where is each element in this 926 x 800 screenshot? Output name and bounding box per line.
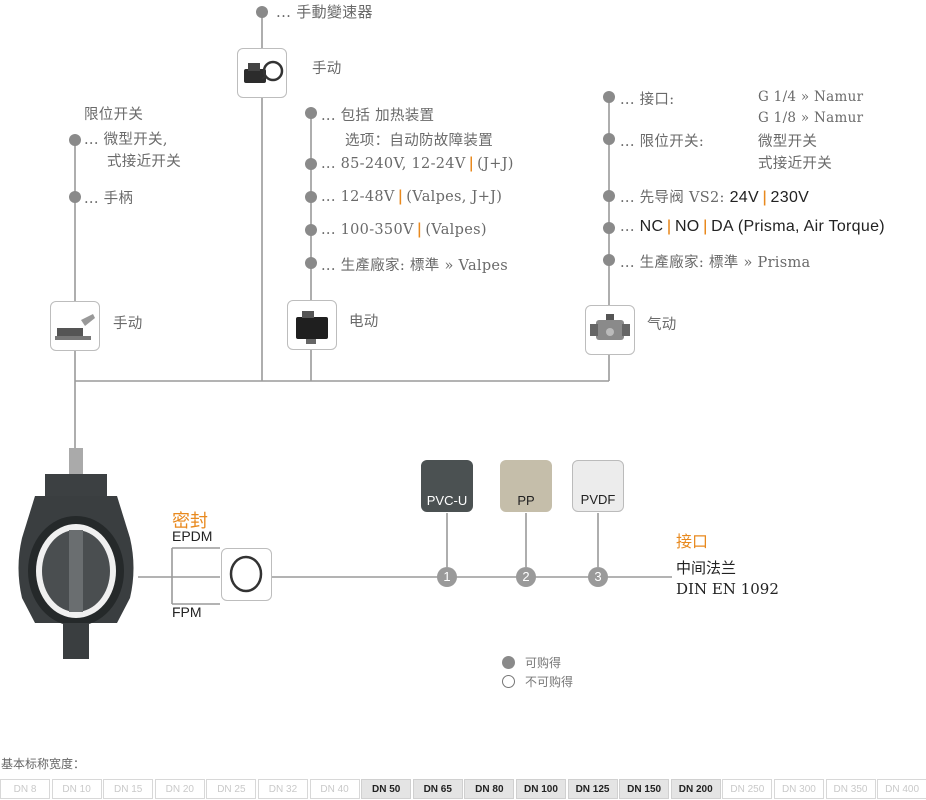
- dn-cell: DN 20: [154, 779, 205, 799]
- pneumatic-iface-v2: G 1/8 » Namur: [758, 110, 864, 126]
- seal-ring-icon: [221, 548, 272, 601]
- left-switch-line2: 式接近开关: [107, 154, 181, 170]
- dn-title: 基本标称宽度：: [1, 757, 86, 771]
- dn-cell: DN 150: [619, 779, 670, 799]
- seal-epdm: EPDM: [172, 528, 213, 544]
- electric-label: 电动: [349, 314, 379, 330]
- electric-actuator-icon: [287, 300, 337, 350]
- dn-cell: DN 65: [412, 779, 463, 799]
- seal-title: 密封: [172, 511, 208, 531]
- pneumatic-limit-v1: 微型开关: [758, 134, 818, 150]
- left-limit-title: 限位开关: [84, 107, 144, 123]
- gearbox-label: ... 手動變速器: [276, 3, 373, 21]
- material-label: PVDF: [580, 492, 616, 507]
- dn-cell: DN 10: [51, 779, 102, 799]
- dn-cell: DN 250: [722, 779, 773, 799]
- dn-cell: DN 300: [773, 779, 824, 799]
- dn-cell: DN 200: [670, 779, 721, 799]
- electric-voltage3: ... 100-350V|(Valpes): [321, 221, 487, 238]
- dn-cell: DN 40: [309, 779, 360, 799]
- dn-cell: DN 25: [206, 779, 257, 799]
- electric-voltage2: ... 12-48V|(Valpes, J+J): [321, 188, 503, 205]
- electric-include2: 选项：自动防故障装置: [345, 133, 493, 149]
- seal-fpm: FPM: [172, 604, 202, 620]
- pneumatic-actuator-icon: [585, 305, 635, 355]
- connection-title: 接口: [676, 532, 709, 551]
- number-badge-2: 2: [516, 567, 536, 587]
- connection-line2: DIN EN 1092: [676, 580, 779, 598]
- legend-empty-dot: [502, 675, 515, 688]
- electric-maker: ... 生產廠家: 標準 » Valpes: [321, 258, 509, 274]
- pneumatic-label: 气动: [647, 317, 677, 333]
- material-label: PVC-U: [426, 493, 468, 508]
- material-pvc-u[interactable]: PVC-U: [421, 460, 473, 512]
- pneumatic-iface: ... 接口:: [620, 92, 675, 108]
- pneumatic-pilot: ... 先导阀 VS2: 24V|230V: [620, 189, 810, 206]
- connection-line1: 中间法兰: [676, 559, 737, 577]
- pneumatic-limit: ... 限位开关:: [620, 134, 705, 150]
- dn-cell: DN 80: [464, 779, 515, 799]
- left-manual-label: 手动: [113, 316, 143, 332]
- pneumatic-limit-v2: 式接近开关: [758, 156, 832, 172]
- number-badge-3: 3: [588, 567, 608, 587]
- butterfly-valve-image: [18, 448, 134, 659]
- legend-unavailable: 不可购得: [525, 675, 574, 689]
- dn-cell: DN 125: [567, 779, 618, 799]
- pneumatic-modes: ... NC|NO|DA (Prisma, Air Torque): [620, 218, 885, 235]
- top-manual-label: 手动: [312, 61, 342, 77]
- material-pvdf[interactable]: PVDF: [572, 460, 624, 512]
- pneumatic-iface-v1: G 1/4 » Namur: [758, 89, 864, 105]
- dn-cell: DN 350: [825, 779, 876, 799]
- electric-voltage1: ... 85-240V, 12-24V|(J+J): [321, 155, 514, 172]
- legend-available: 可购得: [525, 656, 562, 670]
- dn-cell: DN 15: [103, 779, 154, 799]
- number-badge-1: 1: [437, 567, 457, 587]
- gearbox-icon: [237, 48, 287, 98]
- dn-cell: DN 32: [257, 779, 308, 799]
- material-label: PP: [517, 493, 535, 508]
- electric-include1: ... 包括 加热装置: [321, 108, 435, 124]
- dn-cell: DN 100: [515, 779, 566, 799]
- pneumatic-maker: ... 生產廠家: 標準 » Prisma: [620, 255, 811, 271]
- dn-cell: DN 400: [877, 779, 926, 799]
- dn-cell: DN 50: [361, 779, 412, 799]
- dn-cell: DN 8: [0, 779, 50, 799]
- left-handle: ... 手柄: [84, 191, 134, 207]
- material-pp[interactable]: PP: [500, 460, 552, 512]
- handle-icon: [50, 301, 100, 351]
- left-switch-line1: ... 微型开关,: [84, 132, 168, 148]
- legend-filled-dot: [502, 656, 515, 669]
